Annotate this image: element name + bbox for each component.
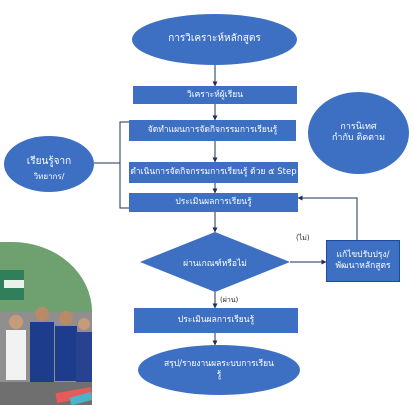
analyze-learner-box: วิเคราะห์ผู้เรียน bbox=[133, 86, 297, 104]
revise-curriculum-box: แก้ไขปรับปรุง/พัฒนาหลักสูตร bbox=[326, 240, 400, 282]
evaluate-box: ประเมินผลการเรียนรู้ bbox=[129, 193, 298, 212]
summary-ellipse: สรุป/รายงานผลระบบการเรียนรู้ bbox=[138, 345, 300, 395]
no-label: (ไม่) bbox=[296, 234, 310, 242]
decision-diamond: ผ่านเกณฑ์หรือไม่ bbox=[140, 232, 290, 292]
lesson-plan-box: จัดทำแผนการจัดกิจกรรมการเรียนรู้ bbox=[129, 120, 296, 141]
learn-from-text: เรียนรู้จาก bbox=[26, 156, 72, 168]
supervision-text: การนิเทศ กำกับ ติดตาม bbox=[331, 121, 386, 143]
pass-label: (ผ่าน) bbox=[220, 296, 239, 304]
learn-from-sub-text: วิทยากร/ bbox=[33, 171, 65, 181]
final-evaluate-box: ประเมินผลการเรียนรู้ bbox=[134, 308, 298, 333]
learn-from-bubble: เรียนรู้จาก วิทยากร/ bbox=[4, 136, 94, 192]
summary-text: สรุป/รายงานผลระบบการเรียนรู้ bbox=[164, 359, 274, 380]
analyze-learner-text: วิเคราะห์ผู้เรียน bbox=[186, 89, 244, 100]
implement-activity-text: ดำเนินการจัดกิจกรรมการเรียนรู้ ด้วย ๕ St… bbox=[130, 167, 297, 178]
revise-curriculum-text: แก้ไขปรับปรุง/พัฒนาหลักสูตร bbox=[335, 250, 391, 271]
final-evaluate-text: ประเมินผลการเรียนรู้ bbox=[177, 315, 255, 326]
implement-activity-box: ดำเนินการจัดกิจกรรมการเรียนรู้ ด้วย ๕ St… bbox=[129, 162, 298, 183]
process-bracket bbox=[119, 121, 129, 209]
title-ellipse: การวิเคราะห์หลักสูตร bbox=[132, 14, 297, 65]
arrow-revise-evaluate bbox=[297, 195, 358, 240]
decision-text: ผ่านเกณฑ์หรือไม่ bbox=[183, 258, 247, 269]
title-text: การวิเคราะห์หลักสูตร bbox=[168, 33, 261, 45]
group-photo-image bbox=[0, 242, 92, 405]
lesson-plan-text: จัดทำแผนการจัดกิจกรรมการเรียนรู้ bbox=[147, 125, 278, 136]
evaluate-text: ประเมินผลการเรียนรู้ bbox=[175, 197, 252, 208]
supervision-circle: การนิเทศ กำกับ ติดตาม bbox=[308, 92, 409, 174]
